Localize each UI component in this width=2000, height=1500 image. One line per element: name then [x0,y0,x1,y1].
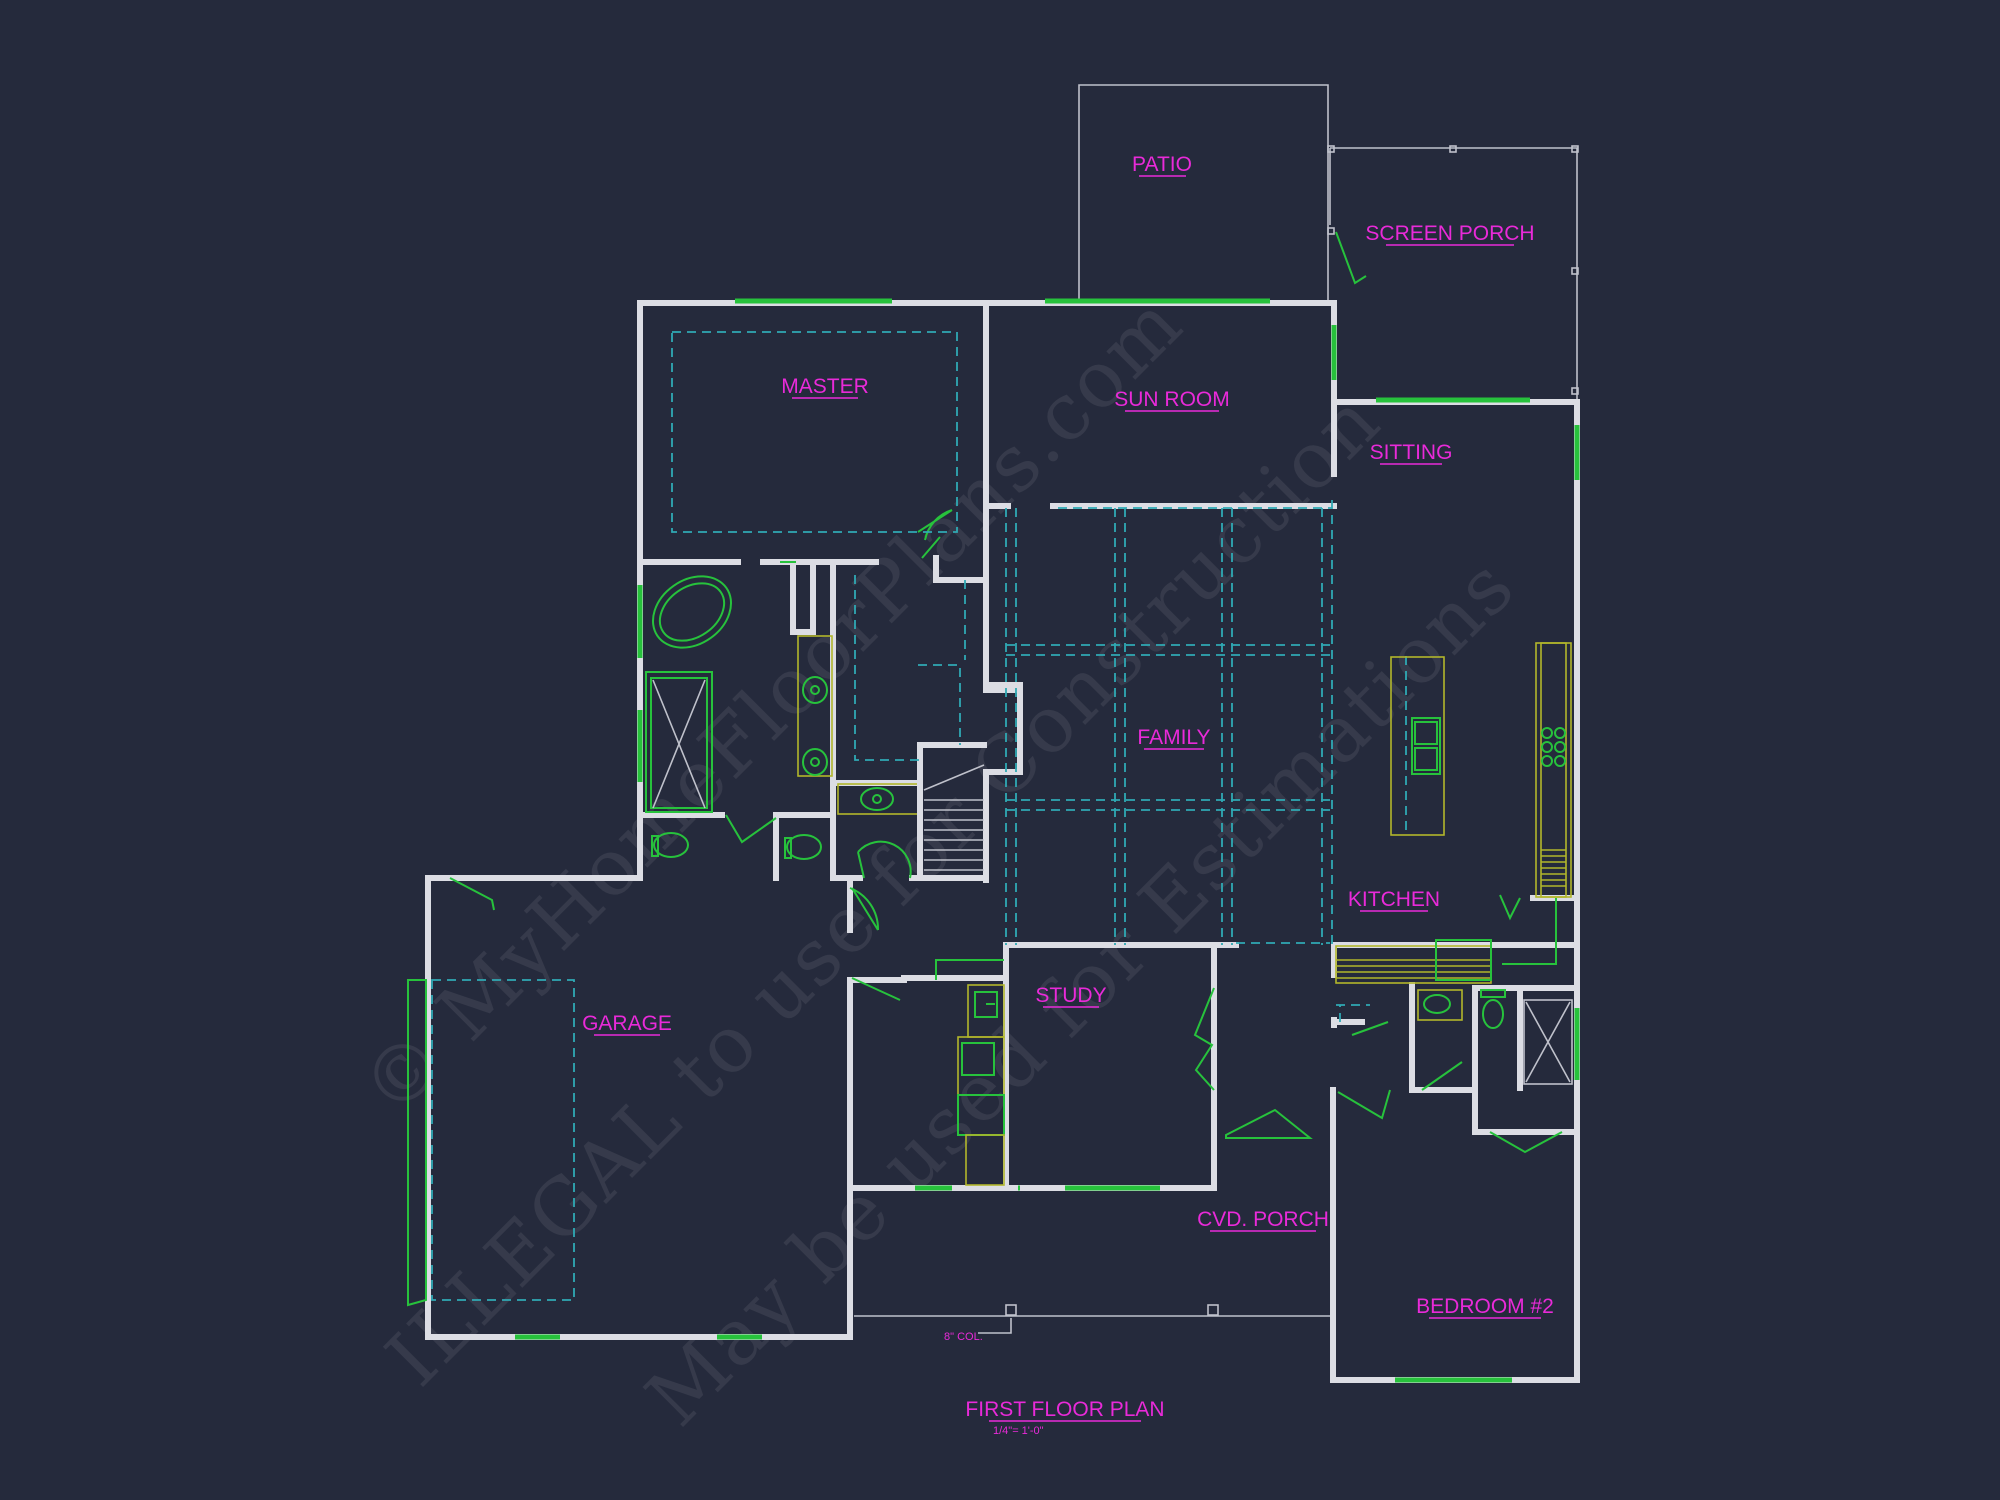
hall-bath-fixtures [1417,989,1573,1085]
doors [449,509,1563,1154]
patio-label: PATIO [1132,153,1192,176]
study-label: STUDY [1035,984,1106,1007]
room-labels: PATIO SCREEN PORCH MASTER SUN ROOM SITTI… [582,153,1554,1319]
plan-scale: 1/4"= 1'-0" [993,1425,1044,1437]
stairs [917,742,985,881]
bath-fixtures [645,575,919,860]
plan-title: FIRST FLOOR PLAN [965,1398,1164,1421]
column-note: 8" COL. [944,1331,983,1343]
sitting-label: SITTING [1370,441,1453,464]
windows [515,298,1580,1383]
ceiling-dashed-lines [431,331,1407,1301]
patio-outline [1078,84,1329,300]
kitchen-label: KITCHEN [1348,888,1440,911]
master-label: MASTER [781,375,869,398]
cvd-porch-label: CVD. PORCH [1197,1208,1329,1231]
exterior-walls [425,300,1580,1383]
garage-label: GARAGE [582,1012,672,1035]
plan-title-block: FIRST FLOOR PLAN 1/4"= 1'-0" 8" COL. [944,1331,1165,1437]
garage-door [407,979,427,1307]
screen-porch-label: SCREEN PORCH [1365,222,1534,245]
kitchen-fixtures [1335,642,1572,984]
screen-porch-outline [1327,145,1579,400]
bedroom-2-label: BEDROOM #2 [1416,1295,1554,1318]
laundry-fixtures [935,959,1005,1186]
sun-room-label: SUN ROOM [1114,388,1230,411]
family-label: FAMILY [1137,726,1210,749]
